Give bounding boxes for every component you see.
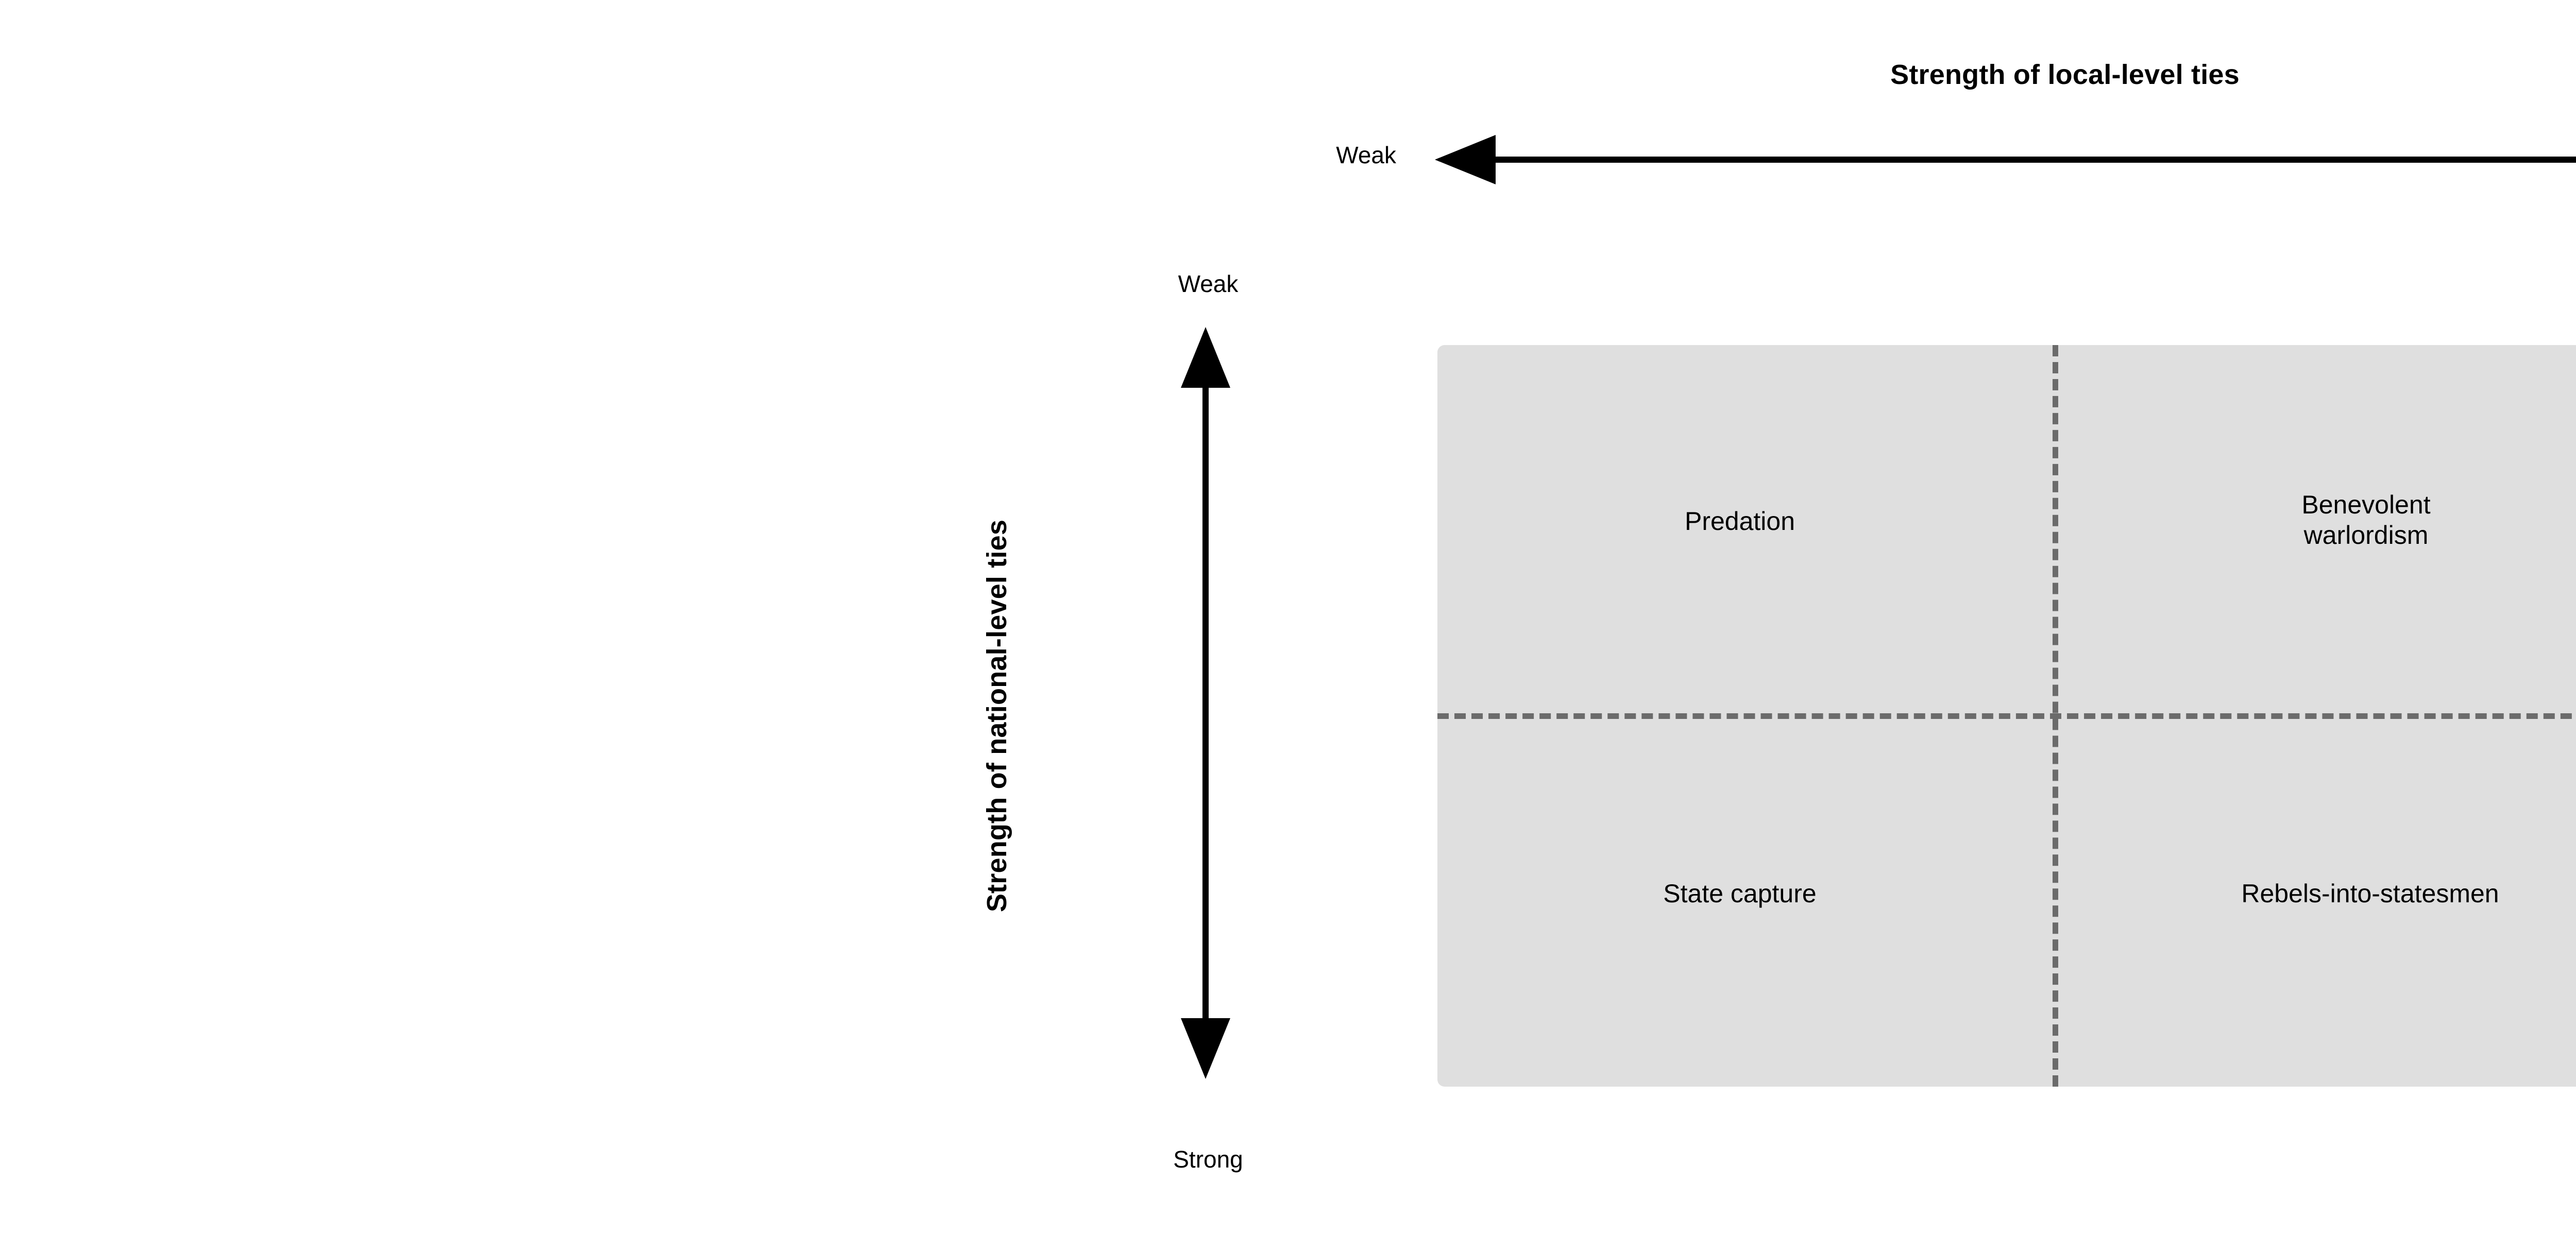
y-axis-strong-label: Strong <box>1173 1146 1243 1173</box>
x-axis-title: Strength of local-level ties <box>1890 59 2240 90</box>
y-axis-title: Strength of national-level ties <box>981 519 1012 913</box>
quadrant-label-predation: Predation <box>1684 507 1795 536</box>
y-axis-double-arrow-icon <box>1179 327 1232 1079</box>
y-axis-weak-label: Weak <box>1178 270 1239 297</box>
quadrant-strong-national-strong-local[interactable]: Rebels-into-statesmen <box>2058 719 2576 1087</box>
two-by-two-matrix: Predation Benevolent warlordism State ca… <box>1437 345 2576 1087</box>
quadrant-label-line-1: Benevolent <box>2301 490 2431 519</box>
quadrant-label-rebels-into-statesmen: Rebels-into-statesmen <box>2241 879 2499 908</box>
horizontal-divider-dashed <box>1437 713 2576 719</box>
x-axis-double-arrow-icon <box>1435 133 2576 186</box>
quadrant-label-benevolent-warlordism: Benevolent warlordism <box>2301 490 2430 551</box>
quadrant-weak-national-strong-local[interactable]: Benevolent warlordism <box>2058 345 2576 713</box>
quadrant-label-state-capture: State capture <box>1663 879 1817 908</box>
quadrant-label-line-2: warlordism <box>2303 520 2429 550</box>
quadrant-strong-national-weak-local[interactable]: State capture <box>1437 719 2053 1087</box>
quadrant-weak-national-weak-local[interactable]: Predation <box>1437 345 2053 713</box>
x-axis-weak-label: Weak <box>1336 142 1396 168</box>
